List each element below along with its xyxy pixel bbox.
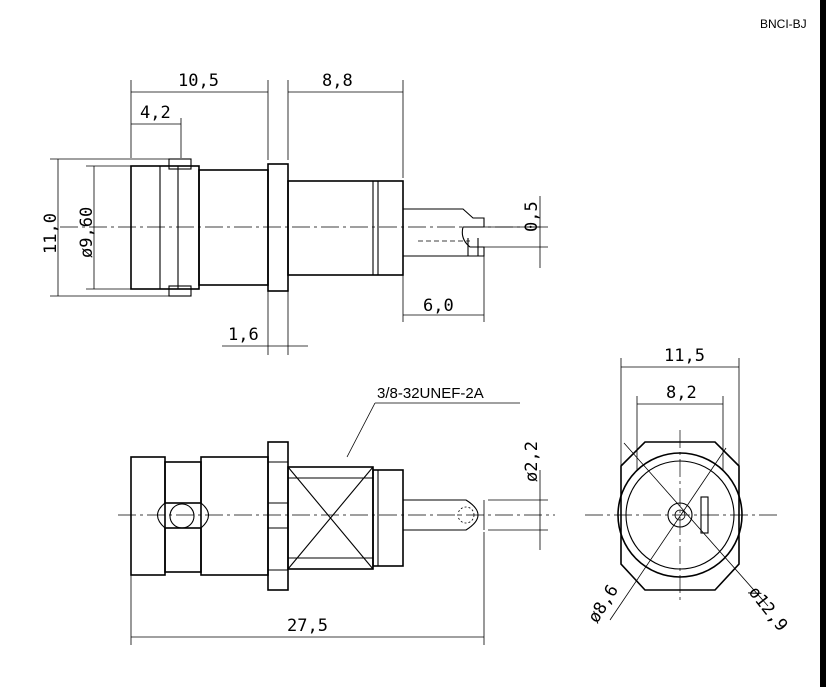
dim-27-5: 27,5 xyxy=(287,616,328,636)
dim-2-2: ø2,2 xyxy=(522,441,542,482)
dim-0-5: 0,5 xyxy=(522,201,542,232)
edge-border xyxy=(820,0,826,687)
top-view: 10,5 8,8 4,2 11,0 ø9,60 0,5 6,0 1,6 xyxy=(41,71,548,355)
dim-1-6: 1,6 xyxy=(228,325,259,345)
dim-8-6: ø8,6 xyxy=(584,581,623,626)
dim-4-2: 4,2 xyxy=(140,103,171,123)
dim-6-0: 6,0 xyxy=(423,296,454,316)
dim-11-5: 11,5 xyxy=(664,346,705,366)
dim-9-60: ø9,60 xyxy=(77,207,97,258)
dim-8-2: 8,2 xyxy=(666,383,697,403)
front-view: 11,5 8,2 ø8,6 ø12,9 xyxy=(584,346,791,635)
dim-10-5: 10,5 xyxy=(178,71,219,91)
dim-8-8: 8,8 xyxy=(322,71,353,91)
side-view: 3/8-32UNEF-2A ø2,2 27,5 xyxy=(118,385,555,645)
drawing-title: BNCI-BJ xyxy=(760,17,807,31)
dim-12-9: ø12,9 xyxy=(744,583,791,636)
dim-11-0: 11,0 xyxy=(41,213,61,254)
thread-spec-label: 3/8-32UNEF-2A xyxy=(377,385,484,402)
